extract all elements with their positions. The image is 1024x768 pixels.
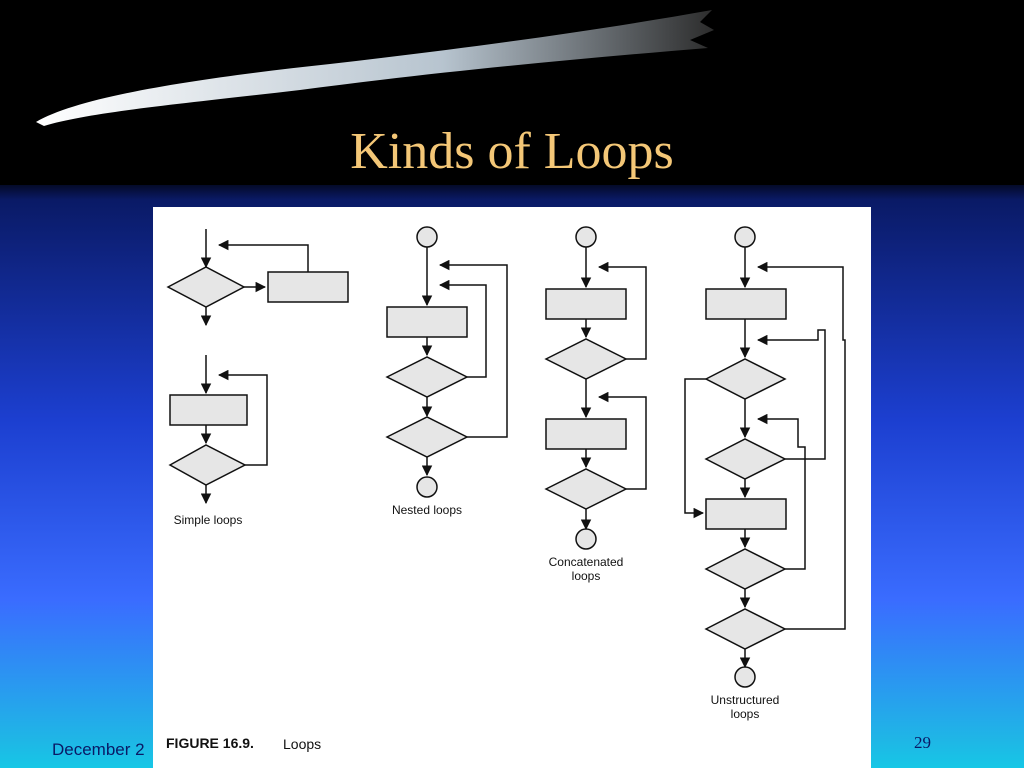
slide-title: Kinds of Loops [350, 123, 674, 180]
figure-caption-text: Loops [283, 736, 322, 752]
label-unstructured-line1: Unstructured [710, 693, 780, 707]
swoosh-decoration [36, 10, 714, 126]
loops-diagram [166, 226, 846, 688]
figure-caption-label: FIGURE 16.9. [166, 735, 254, 751]
concatenated-loops [544, 226, 647, 550]
label-concatenated-loops: Concatenated loops [533, 555, 639, 583]
loops-figure: Simple loops Nested loops Concatenated l… [153, 207, 871, 768]
label-concatenated-line1: Concatenated [548, 555, 624, 569]
nested-loops [385, 226, 508, 498]
label-nested-loops: Nested loops [391, 503, 463, 517]
simple-loop-1 [166, 229, 349, 327]
unstructured-loops [684, 226, 846, 688]
label-unstructured-loops: Unstructured loops [695, 693, 795, 721]
label-concatenated-line2: loops [571, 569, 601, 583]
slide-number: 29 [914, 733, 931, 752]
label-simple-loops: Simple loops [173, 513, 243, 527]
label-unstructured-line2: loops [730, 707, 760, 721]
footer-date: December 2 [52, 740, 145, 759]
simple-loop-2 [168, 355, 268, 505]
